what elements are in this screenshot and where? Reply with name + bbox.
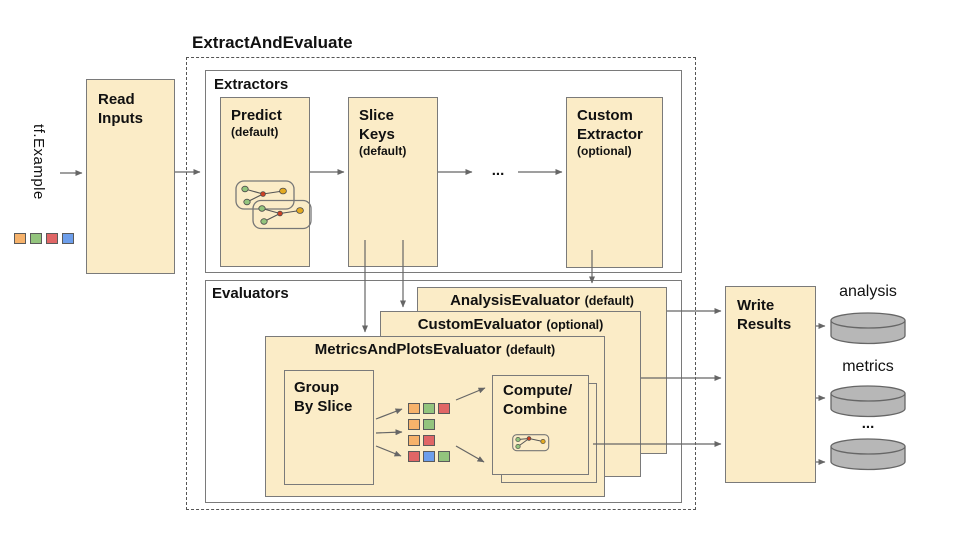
custom-extractor-box: Custom Extractor (optional) <box>566 97 663 268</box>
database-cylinder-more <box>830 438 906 471</box>
write-results-label: Results <box>737 316 792 334</box>
compute-combine-box: Compute/ Combine <box>492 375 589 475</box>
slice-row <box>408 435 450 446</box>
group-by-slice-label: Group <box>294 379 339 396</box>
slice-row <box>408 403 450 414</box>
predict-qualifier: (default) <box>231 125 279 140</box>
predict-label: Predict <box>231 107 282 124</box>
orange-data-square <box>14 233 26 244</box>
metrics-plots-evaluator-label: MetricsAndPlotsEvaluator <box>314 341 502 358</box>
database-cylinder-analysis <box>830 312 906 345</box>
slice-keys-qualifier: (default) <box>359 144 407 159</box>
green-data-square <box>423 419 435 430</box>
evaluators-title: Evaluators <box>212 285 289 302</box>
red-data-square <box>46 233 58 244</box>
red-data-square <box>438 403 450 414</box>
blue-data-square <box>62 233 74 244</box>
custom-extractor-label: Custom <box>577 107 633 124</box>
combine-graph-icon <box>512 434 550 452</box>
input-squares <box>14 233 74 244</box>
green-data-square <box>438 451 450 462</box>
slice-keys-box: Slice Keys (default) <box>348 97 438 267</box>
read-inputs-box: Read Inputs <box>86 79 175 274</box>
green-data-square <box>423 403 435 414</box>
output-metrics-label: metrics <box>842 358 894 375</box>
slice-grid <box>408 403 450 467</box>
group-by-slice-label: By Slice <box>294 398 353 416</box>
orange-data-square <box>408 435 420 446</box>
slice-row <box>408 419 450 430</box>
database-cylinder-metrics <box>830 385 906 418</box>
compute-combine-label: Combine <box>503 401 568 419</box>
predict-box: Predict (default) <box>220 97 312 267</box>
evaluators-box: Evaluators <box>205 280 682 503</box>
write-results-box: Write Results <box>725 286 816 483</box>
orange-data-square <box>408 419 420 430</box>
read-inputs-label: Inputs <box>98 110 143 128</box>
model-graph-icon <box>235 180 312 230</box>
output-analysis-label: analysis <box>839 283 897 300</box>
orange-data-square <box>408 403 420 414</box>
red-data-square <box>408 451 420 462</box>
slice-keys-label: Slice <box>359 107 395 124</box>
group-by-slice-box: Group By Slice <box>284 370 374 485</box>
extractor-ellipsis: ... <box>491 162 505 179</box>
analysis-evaluator-label: AnalysisEvaluator <box>450 292 581 309</box>
pipeline-title: ExtractAndEvaluate <box>192 33 353 52</box>
output-ellipsis-label: ... <box>861 415 875 432</box>
custom-extractor-label: Extractor <box>577 126 643 144</box>
metrics-plots-evaluator-qualifier: (default) <box>505 343 556 357</box>
read-inputs-label: Read <box>98 91 135 108</box>
slice-keys-label: Keys <box>359 126 395 144</box>
extractors-title: Extractors <box>214 76 289 93</box>
extractors-box: Extractors <box>205 70 682 273</box>
slice-row <box>408 451 450 462</box>
write-results-label: Write <box>737 297 775 314</box>
custom-evaluator-label: CustomEvaluator <box>417 316 542 333</box>
custom-evaluator-qualifier: (optional) <box>546 318 604 332</box>
analysis-evaluator-qualifier: (default) <box>584 294 634 308</box>
blue-data-square <box>423 451 435 462</box>
compute-combine-label: Compute/ <box>503 382 573 399</box>
pipeline-dashed-container <box>186 57 696 510</box>
green-data-square <box>30 233 42 244</box>
custom-extractor-qualifier: (optional) <box>577 144 632 159</box>
red-data-square <box>423 435 435 446</box>
input-label: tf.Example <box>30 124 47 200</box>
